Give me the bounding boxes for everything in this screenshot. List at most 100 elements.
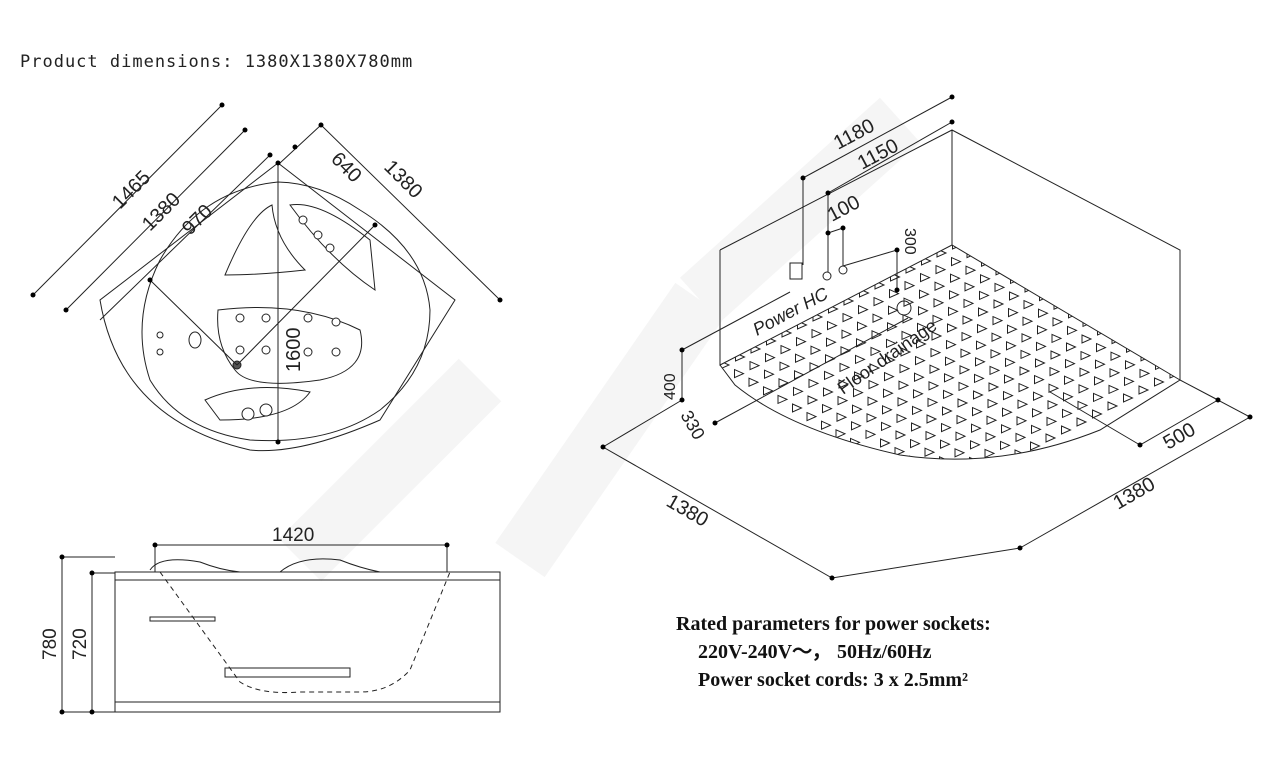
dim-1380-right: 1380 — [379, 156, 426, 203]
floor-tile-triangle — [1021, 333, 1033, 343]
floor-tile-triangle — [1080, 350, 1092, 361]
floor-tile-triangle — [821, 420, 832, 430]
floor-tile-triangle — [972, 406, 983, 417]
floor-tile-triangle — [837, 395, 849, 406]
floor-tile-triangle — [808, 378, 820, 389]
floor-tile-triangle — [973, 390, 984, 400]
floor-tile-triangle — [955, 431, 967, 441]
floor-tile-triangle — [854, 371, 865, 381]
floor-tile-triangle — [839, 362, 851, 373]
floor-tile-triangle — [926, 414, 938, 424]
floor-tile-triangle — [896, 413, 908, 424]
floor-tile-triangle — [985, 432, 997, 442]
floor-tile-triangle — [993, 299, 1005, 309]
floor-tile-triangle — [931, 331, 943, 341]
floor-tile-triangle — [920, 272, 931, 283]
floor-tile-triangle — [959, 365, 971, 375]
floor-tile-triangle — [795, 353, 806, 363]
floor-tile-triangle — [1138, 385, 1150, 395]
floor-tile-triangle — [924, 465, 933, 473]
dimension-dots — [30, 102, 503, 445]
floor-tile-triangle — [962, 315, 974, 325]
floor-tile-triangle — [827, 320, 838, 331]
floor-tile-triangle — [1022, 316, 1034, 326]
floor-tile-triangle — [1154, 377, 1165, 387]
dim-300: 300 — [901, 228, 918, 255]
floor-tile-triangle — [994, 282, 1006, 293]
floor-tile-triangle — [1125, 360, 1136, 370]
floor-tile-triangle — [822, 403, 833, 414]
dim-1420: 1420 — [272, 525, 314, 546]
floor-tile-triangle — [807, 395, 819, 405]
floor-tile-triangle — [1123, 393, 1134, 403]
floor-tile-triangle — [855, 354, 866, 365]
floor-tile-triangle — [1007, 324, 1018, 334]
floor-tile-triangle — [1015, 432, 1027, 443]
floor-tile-triangle — [826, 337, 837, 347]
floor-tile-triangle — [858, 304, 869, 315]
floor-tile-triangle — [909, 473, 918, 481]
dim-640: 640 — [326, 148, 365, 187]
floor-tile-triangle — [868, 379, 880, 390]
floor-tile-triangle — [897, 397, 909, 407]
floor-tile-triangle — [856, 338, 867, 348]
floor-tile-triangle — [869, 363, 881, 373]
floor-tile-triangle — [971, 423, 982, 433]
floor-tile-triangle — [851, 421, 862, 431]
floor-tile-triangle — [1050, 350, 1062, 360]
floor-tile-triangle — [1093, 392, 1104, 403]
floor-tile-triangle — [911, 422, 922, 432]
floor-tile-triangle — [927, 397, 939, 408]
floor-tile-triangle — [836, 412, 848, 422]
floor-tile-triangle — [1019, 366, 1031, 376]
floor-tile-triangle — [1051, 333, 1063, 344]
power-socket-parameters: Rated parameters for power sockets: 220V… — [676, 610, 991, 694]
floor-tile-triangle — [1018, 382, 1030, 393]
floor-tile-triangle — [913, 389, 924, 399]
watermark — [278, 97, 921, 582]
floor-tile-triangle — [838, 379, 850, 389]
floor-tile-triangle — [889, 288, 900, 299]
floor-tile-triangle — [1081, 334, 1093, 344]
floor-tile-triangle — [963, 298, 975, 309]
floor-tile-triangle — [945, 356, 956, 366]
floor-tile-triangle — [1110, 351, 1122, 361]
floor-tile-triangle — [1004, 374, 1015, 384]
floor-tile-triangle — [910, 438, 921, 449]
floor-tile-triangle — [888, 305, 899, 315]
floor-tile-triangle — [919, 289, 930, 299]
floor-tile-triangle — [1124, 376, 1135, 387]
floor-tile-triangle — [1066, 342, 1077, 352]
floor-tile-triangle — [904, 280, 916, 291]
floor-tile-triangle — [954, 448, 966, 458]
floor-tile-triangle — [1038, 308, 1049, 318]
floor-tile-triangle — [940, 439, 951, 449]
floor-tile-triangle — [1052, 317, 1064, 327]
floor-tile-triangle — [881, 421, 892, 432]
floor-tile-triangle — [866, 413, 878, 423]
floor-tile-triangle — [923, 481, 932, 489]
floor-tile-triangle — [895, 430, 907, 440]
floor-tile-triangle — [965, 265, 977, 275]
floor-tile-triangle — [857, 321, 868, 331]
floor-tile-triangle — [1047, 400, 1059, 410]
floor-tile-triangle — [988, 382, 1000, 392]
floor-tile-triangle — [887, 322, 898, 332]
floor-tile-triangle — [764, 369, 775, 379]
floor-tile-triangle — [880, 438, 891, 448]
floor-tile-triangle — [954, 465, 963, 473]
floor-tile-triangle — [886, 338, 897, 349]
floor-tile-triangle — [992, 315, 1004, 326]
floor-tile-triangle — [958, 381, 970, 392]
floor-tile-triangle — [1078, 384, 1090, 394]
dim-330: 330 — [677, 407, 709, 443]
dim-720: 720 — [70, 628, 91, 660]
floor-tile-triangle — [975, 357, 986, 367]
floor-tile-triangle — [1033, 391, 1044, 401]
floor-tile-triangle — [1094, 376, 1105, 386]
floor-tile-triangle — [1005, 357, 1016, 368]
floor-tile-triangle — [948, 306, 959, 317]
floor-tile-triangle — [939, 456, 950, 460]
floor-tile-triangle — [870, 346, 882, 357]
